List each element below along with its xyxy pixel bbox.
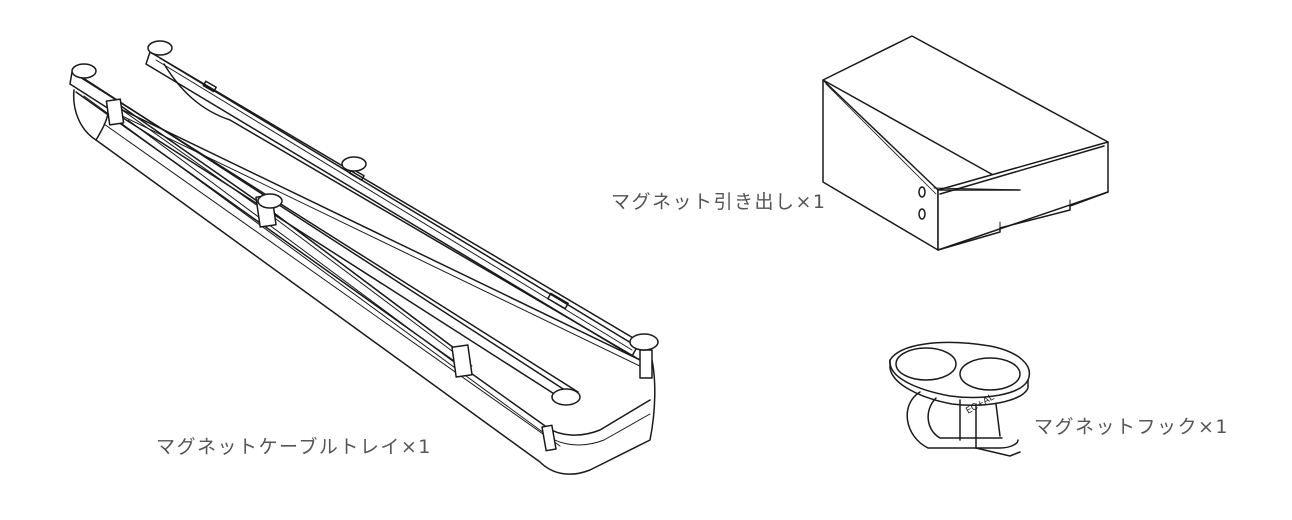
hook-label: マグネットフック×1 <box>1034 416 1230 438</box>
cable-tray-label: マグネットケーブルトレイ×1 <box>156 436 432 458</box>
cable-tray-drawing <box>69 40 659 475</box>
hook-drawing <box>889 341 1031 457</box>
drawer-label: マグネット引き出し×1 <box>611 191 827 213</box>
drawer-drawing <box>822 35 1109 251</box>
